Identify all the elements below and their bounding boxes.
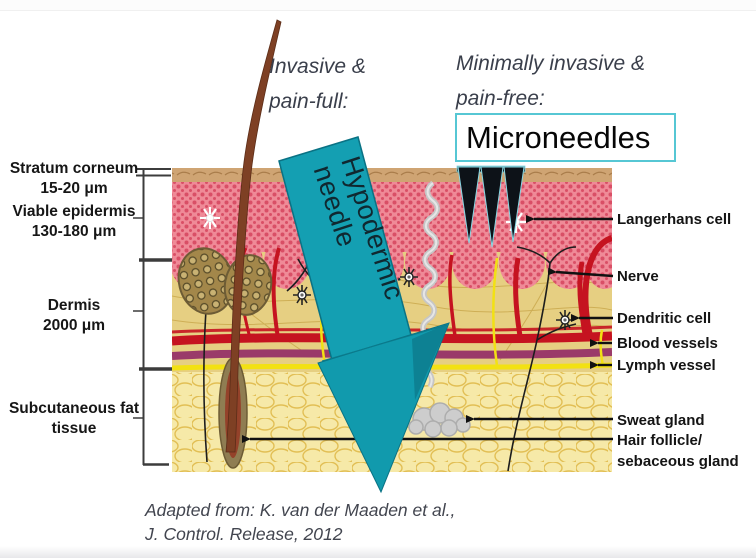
citation-line-1: Adapted from: K. van der Maaden et al., bbox=[145, 500, 456, 520]
microneedles-title-box: Microneedles bbox=[455, 113, 676, 162]
label-langerhans-cell: Langerhans cell bbox=[617, 211, 732, 228]
minimally-invasive-header: Minimally invasive & pain-free: bbox=[456, 52, 646, 110]
hair-shaft bbox=[225, 19, 282, 453]
layer-bracket bbox=[133, 168, 172, 466]
slide-top-edge bbox=[0, 0, 756, 11]
layer-name: Viable epidermis bbox=[12, 203, 136, 220]
layer-name: Subcutaneous fat tissue bbox=[8, 400, 140, 437]
label-lymph-vessel: Lymph vessel bbox=[617, 357, 716, 374]
label-subcutaneous-fat: Subcutaneous fat tissue bbox=[8, 399, 140, 439]
label-blood-vessels: Blood vessels bbox=[617, 335, 718, 352]
microneedles-array bbox=[456, 165, 526, 248]
label-stratum-corneum: Stratum corneum 15-20 μm bbox=[8, 159, 140, 199]
invasive-header: Invasive & pain-full: bbox=[269, 55, 366, 113]
layer-thickness: 15-20 μm bbox=[40, 180, 108, 197]
citation-line-2: J. Control. Release, 2012 bbox=[145, 524, 343, 544]
label-dendritic-cell: Dendritic cell bbox=[617, 310, 712, 327]
slide-bottom-edge bbox=[0, 546, 756, 558]
layer-name: Dermis bbox=[47, 297, 101, 314]
stratum-corneum-surface bbox=[172, 168, 612, 182]
layer-thickness: 130-180 μm bbox=[31, 223, 117, 240]
citation: Adapted from: K. van der Maaden et al., … bbox=[145, 498, 505, 546]
layer-thickness: 2000 μm bbox=[42, 317, 106, 334]
label-hair-follicle: Hair follicle/ sebaceous gland bbox=[617, 432, 739, 470]
label-dermis: Dermis 2000 μm bbox=[8, 296, 140, 336]
label-viable-epidermis: Viable epidermis 130-180 μm bbox=[8, 202, 140, 242]
label-nerve: Nerve bbox=[617, 268, 659, 285]
layer-name: Stratum corneum bbox=[9, 160, 139, 177]
structure-arrows bbox=[242, 215, 614, 443]
label-sweat-gland: Sweat gland bbox=[617, 412, 705, 429]
